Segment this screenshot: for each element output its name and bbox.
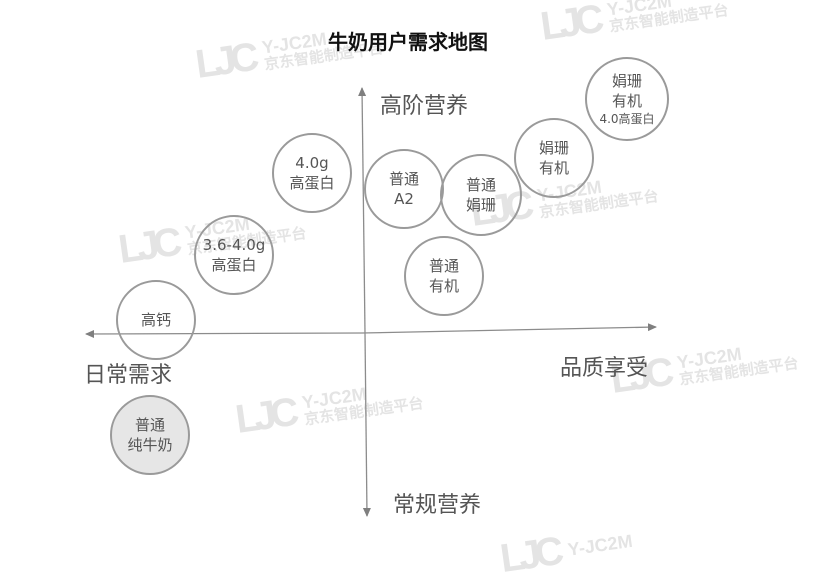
bubble-4-0-protein: 4.0g 高蛋白 <box>272 133 352 213</box>
bubble-line2: 有机 <box>611 91 642 110</box>
diagram-title: 牛奶用户需求地图 <box>328 30 488 54</box>
bubble-line2: A2 <box>394 190 414 208</box>
axes <box>85 87 657 517</box>
bubble-line1: 普通 <box>134 415 165 434</box>
bubble-line1: 高钙 <box>140 310 171 329</box>
axis-label-left: 日常需求 <box>84 363 173 388</box>
bubble-jersey-organic-4-0-protein: 娟珊 有机 4.0高蛋白 <box>585 57 669 141</box>
bubble-line1: 普通 <box>388 169 419 188</box>
horizontal-axis-right <box>361 323 657 334</box>
bubble-line1: 普通 <box>465 175 496 194</box>
axis-label-top: 高阶营养 <box>380 94 469 119</box>
bubble-line1: 娟珊 <box>538 138 569 157</box>
bubble-line2: 高蛋白 <box>211 256 257 274</box>
axis-label-right: 品质享受 <box>560 356 649 381</box>
bubble-line1: 娟珊 <box>611 71 642 90</box>
bubble-line2: 娟珊 <box>465 196 496 214</box>
bubble-plain-a2: 普通 A2 <box>364 149 444 229</box>
bubble-line2: 有机 <box>538 159 569 177</box>
vertical-axis-up <box>358 87 367 334</box>
axis-label-bottom: 常规营养 <box>393 493 482 518</box>
bubble-3-6-protein: 3.6-4.0g 高蛋白 <box>194 215 274 295</box>
bubble-plain-jersey: 普通 娟珊 <box>440 154 522 236</box>
bubble-line1: 普通 <box>428 256 459 275</box>
bubble-plain-organic: 普通 有机 <box>404 236 484 316</box>
bubble-line2: 有机 <box>428 277 459 295</box>
bubble-line1: 3.6-4.0g <box>202 235 266 254</box>
bubble-line2: 高蛋白 <box>289 174 335 192</box>
vertical-axis-down <box>362 332 371 517</box>
bubble-jersey-organic: 娟珊 有机 <box>514 118 594 198</box>
bubble-line2: 纯牛奶 <box>127 436 173 454</box>
bubble-line3: 4.0高蛋白 <box>599 112 655 127</box>
bubble-high-calcium: 高钙 <box>116 280 196 360</box>
bubble-line1: 4.0g <box>295 153 329 172</box>
bubble-plain-whole-milk: 普通 纯牛奶 <box>110 395 190 475</box>
